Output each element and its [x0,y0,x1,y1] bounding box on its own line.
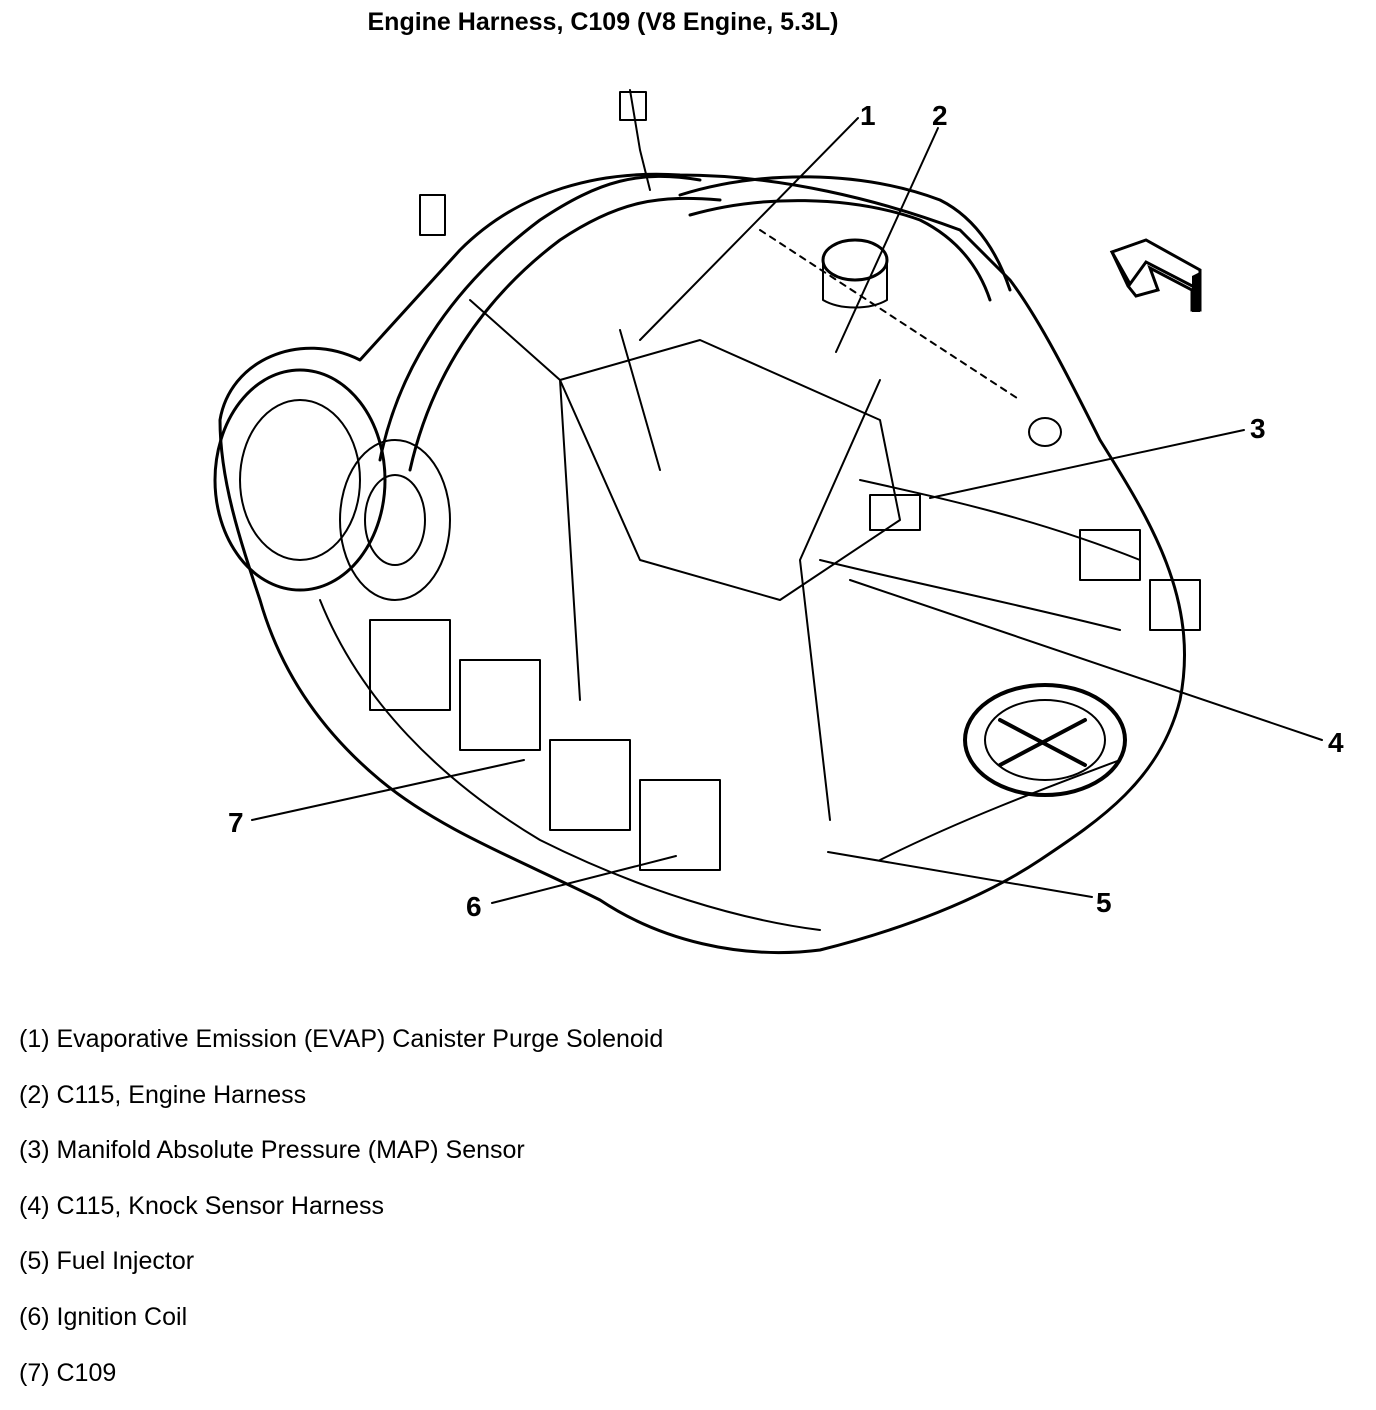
engine-drawing: 1 2 3 4 5 6 7 [213,89,1344,955]
legend-item-5: (5) Fuel Injector [19,1247,195,1276]
callout-6: 6 [466,891,482,922]
legend-item-7: (7) C109 [19,1358,117,1387]
leader-line-5 [827,851,1093,898]
callout-labels: 1 2 3 4 5 6 7 [228,100,1344,922]
callout-5: 5 [1096,887,1112,918]
callout-3: 3 [1250,413,1266,444]
leader-lines [251,117,1323,904]
callout-2: 2 [932,100,948,131]
front-direction-arrow-icon [1109,238,1202,312]
callout-1: 1 [860,100,876,131]
legend-item-1: (1) Evaporative Emission (EVAP) Canister… [19,1025,664,1053]
leader-line-6 [491,855,677,904]
leader-line-1 [639,117,859,341]
leader-line-4 [849,579,1323,741]
legend-item-6: (6) Ignition Coil [19,1302,188,1331]
callout-7: 7 [228,807,244,838]
legend-item-4: (4) C115, Knock Sensor Harness [19,1191,384,1220]
component-legend: (1) Evaporative Emission (EVAP) Canister… [19,1020,663,1409]
diagram-title: Engine Harness, C109 (V8 Engine, 5.3L) [367,8,839,36]
legend-item-2: (2) C115, Engine Harness [19,1080,307,1109]
leader-line-2 [835,127,939,353]
engine-illustration [213,89,1201,955]
leader-line-3 [929,429,1245,499]
callout-4: 4 [1328,727,1344,758]
legend-item-3: (3) Manifold Absolute Pressure (MAP) Sen… [19,1136,525,1165]
leader-line-7 [251,759,525,821]
